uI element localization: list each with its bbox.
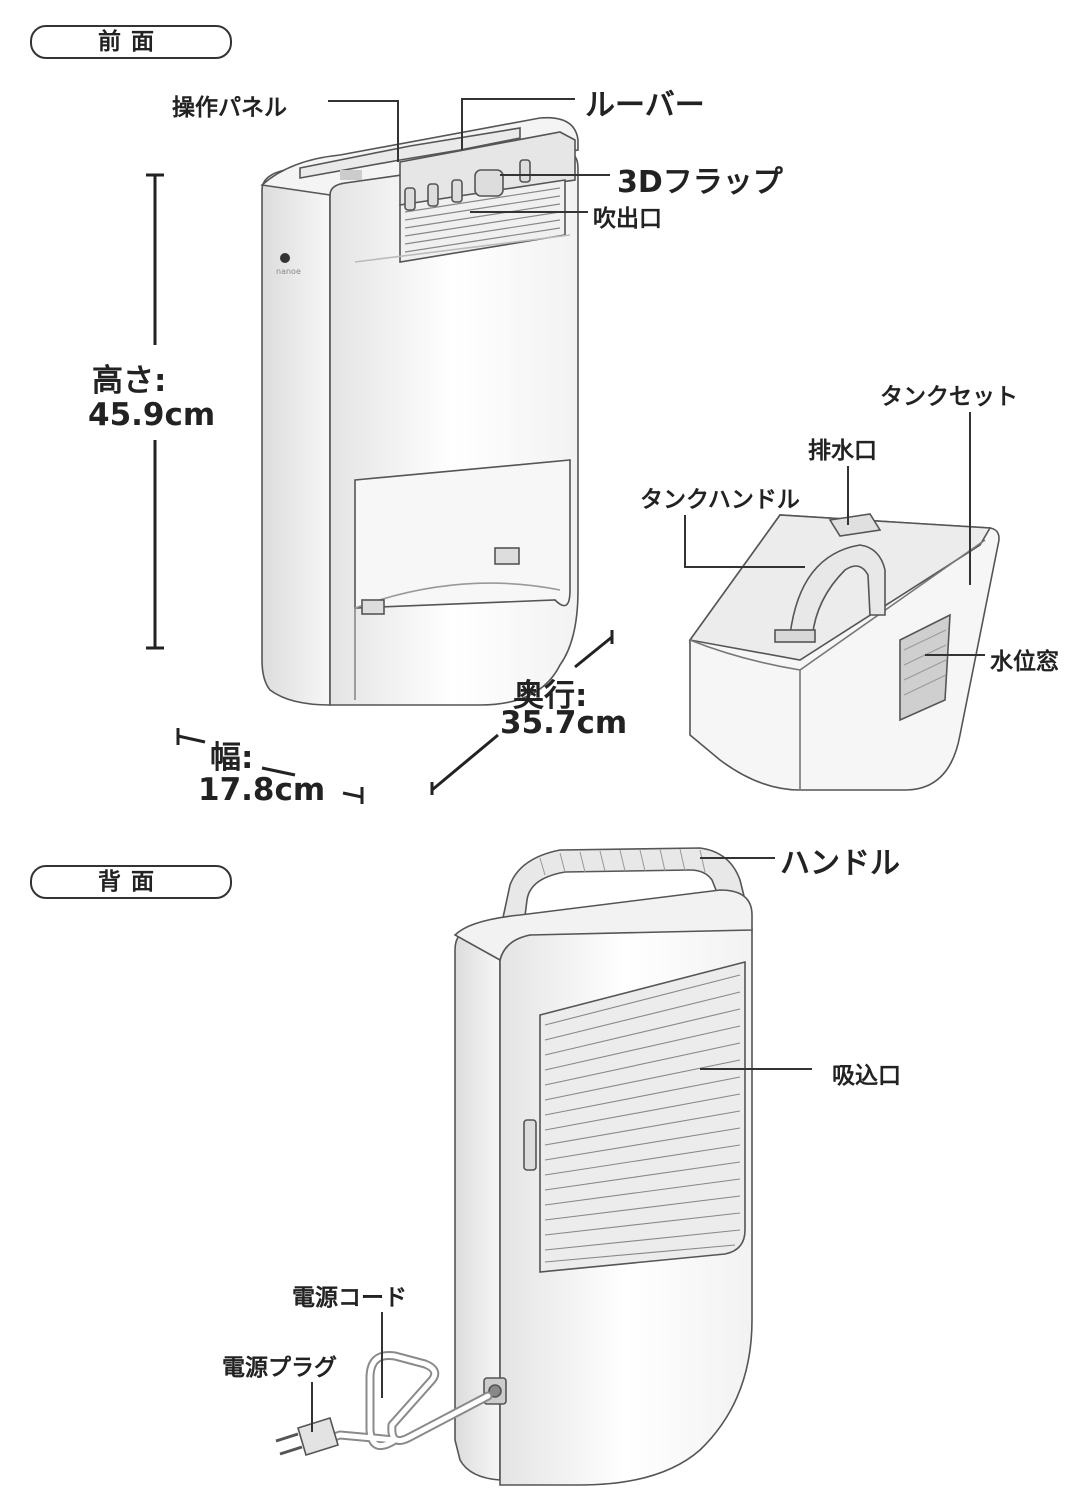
back-dehumidifier <box>453 847 753 1486</box>
value-height: 45.9cm <box>88 397 216 433</box>
label-tank-set: タンクセット <box>880 384 1018 410</box>
label-3d-flap: 3Dフラップ <box>617 165 783 200</box>
label-water-window: 水位窓 <box>990 649 1059 675</box>
water-tank <box>688 513 1000 791</box>
value-width: 17.8cm <box>198 772 326 808</box>
label-tank-handle: タンクハンドル <box>640 487 800 513</box>
label-drain: 排水口 <box>808 438 877 464</box>
power-cord <box>320 1350 493 1451</box>
label-louver: ルーバー <box>585 88 705 123</box>
label-power-cord: 電源コード <box>292 1285 407 1311</box>
label-control-panel: 操作パネル <box>172 95 287 121</box>
label-height: 高さ: <box>92 363 167 399</box>
label-width: 幅: <box>210 740 254 776</box>
value-depth: 35.7cm <box>500 705 628 741</box>
section-front-title: 前面 <box>30 25 232 59</box>
leader-lines <box>311 98 985 1432</box>
label-power-plug: 電源プラグ <box>222 1355 337 1381</box>
label-inlet: 吸込口 <box>832 1063 901 1089</box>
power-plug-icon <box>275 1416 339 1457</box>
section-back-title: 背面 <box>30 865 232 899</box>
label-handle: ハンドル <box>780 846 900 881</box>
label-outlet: 吹出口 <box>593 206 662 232</box>
dimension-lines <box>146 173 614 804</box>
nanoe-logo-text: nanoe <box>276 267 301 276</box>
front-dehumidifier: nanoe <box>260 116 579 706</box>
label-depth: 奥行: <box>513 678 588 714</box>
